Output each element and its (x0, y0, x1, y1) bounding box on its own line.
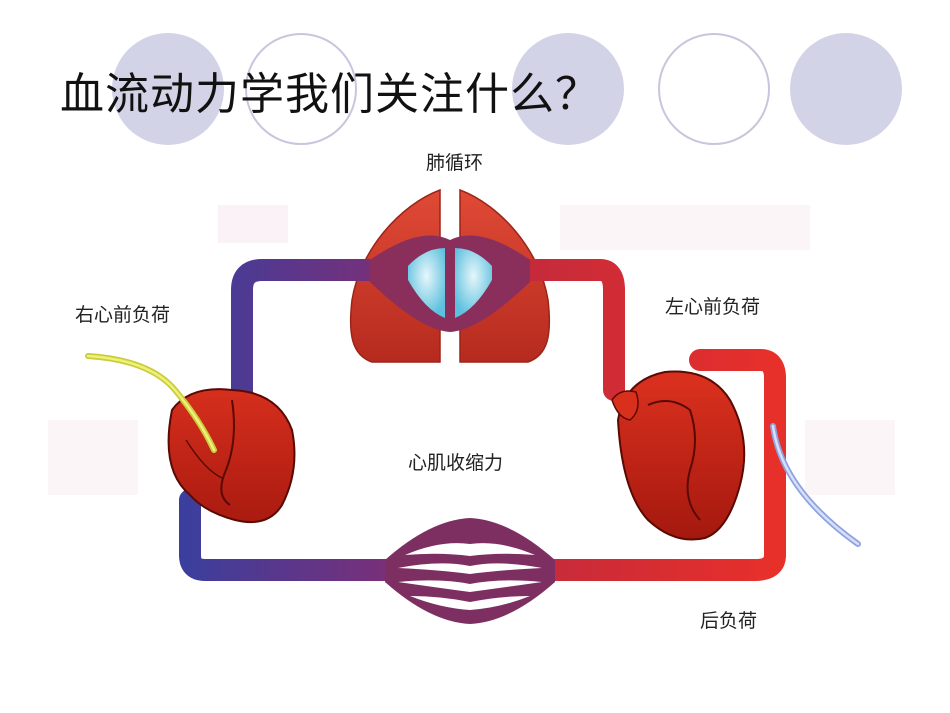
systemic-capillary (385, 518, 555, 624)
decor-circle-4 (658, 33, 770, 145)
vessel-loop (179, 259, 786, 581)
decor-circle-3 (512, 33, 624, 145)
label-contractility: 心肌收缩力 (408, 452, 504, 474)
alveolar-capillary (370, 235, 530, 332)
blue-catheter-icon (770, 423, 861, 547)
yellow-catheter-icon (85, 353, 217, 453)
slide-title: 血流动力学我们关注什么？ (60, 69, 600, 120)
label-afterload: 后负荷 (700, 610, 758, 632)
left-heart (611, 370, 746, 541)
label-left-preload: 左心前负荷 (665, 296, 761, 318)
label-pulmonary-circulation: 肺循环 (426, 152, 484, 174)
decor-circle-2 (245, 33, 357, 145)
decor-circle-5 (790, 33, 902, 145)
ghost-background (48, 205, 895, 495)
label-right-preload: 右心前负荷 (75, 304, 171, 326)
decor-circle-1 (112, 33, 224, 145)
